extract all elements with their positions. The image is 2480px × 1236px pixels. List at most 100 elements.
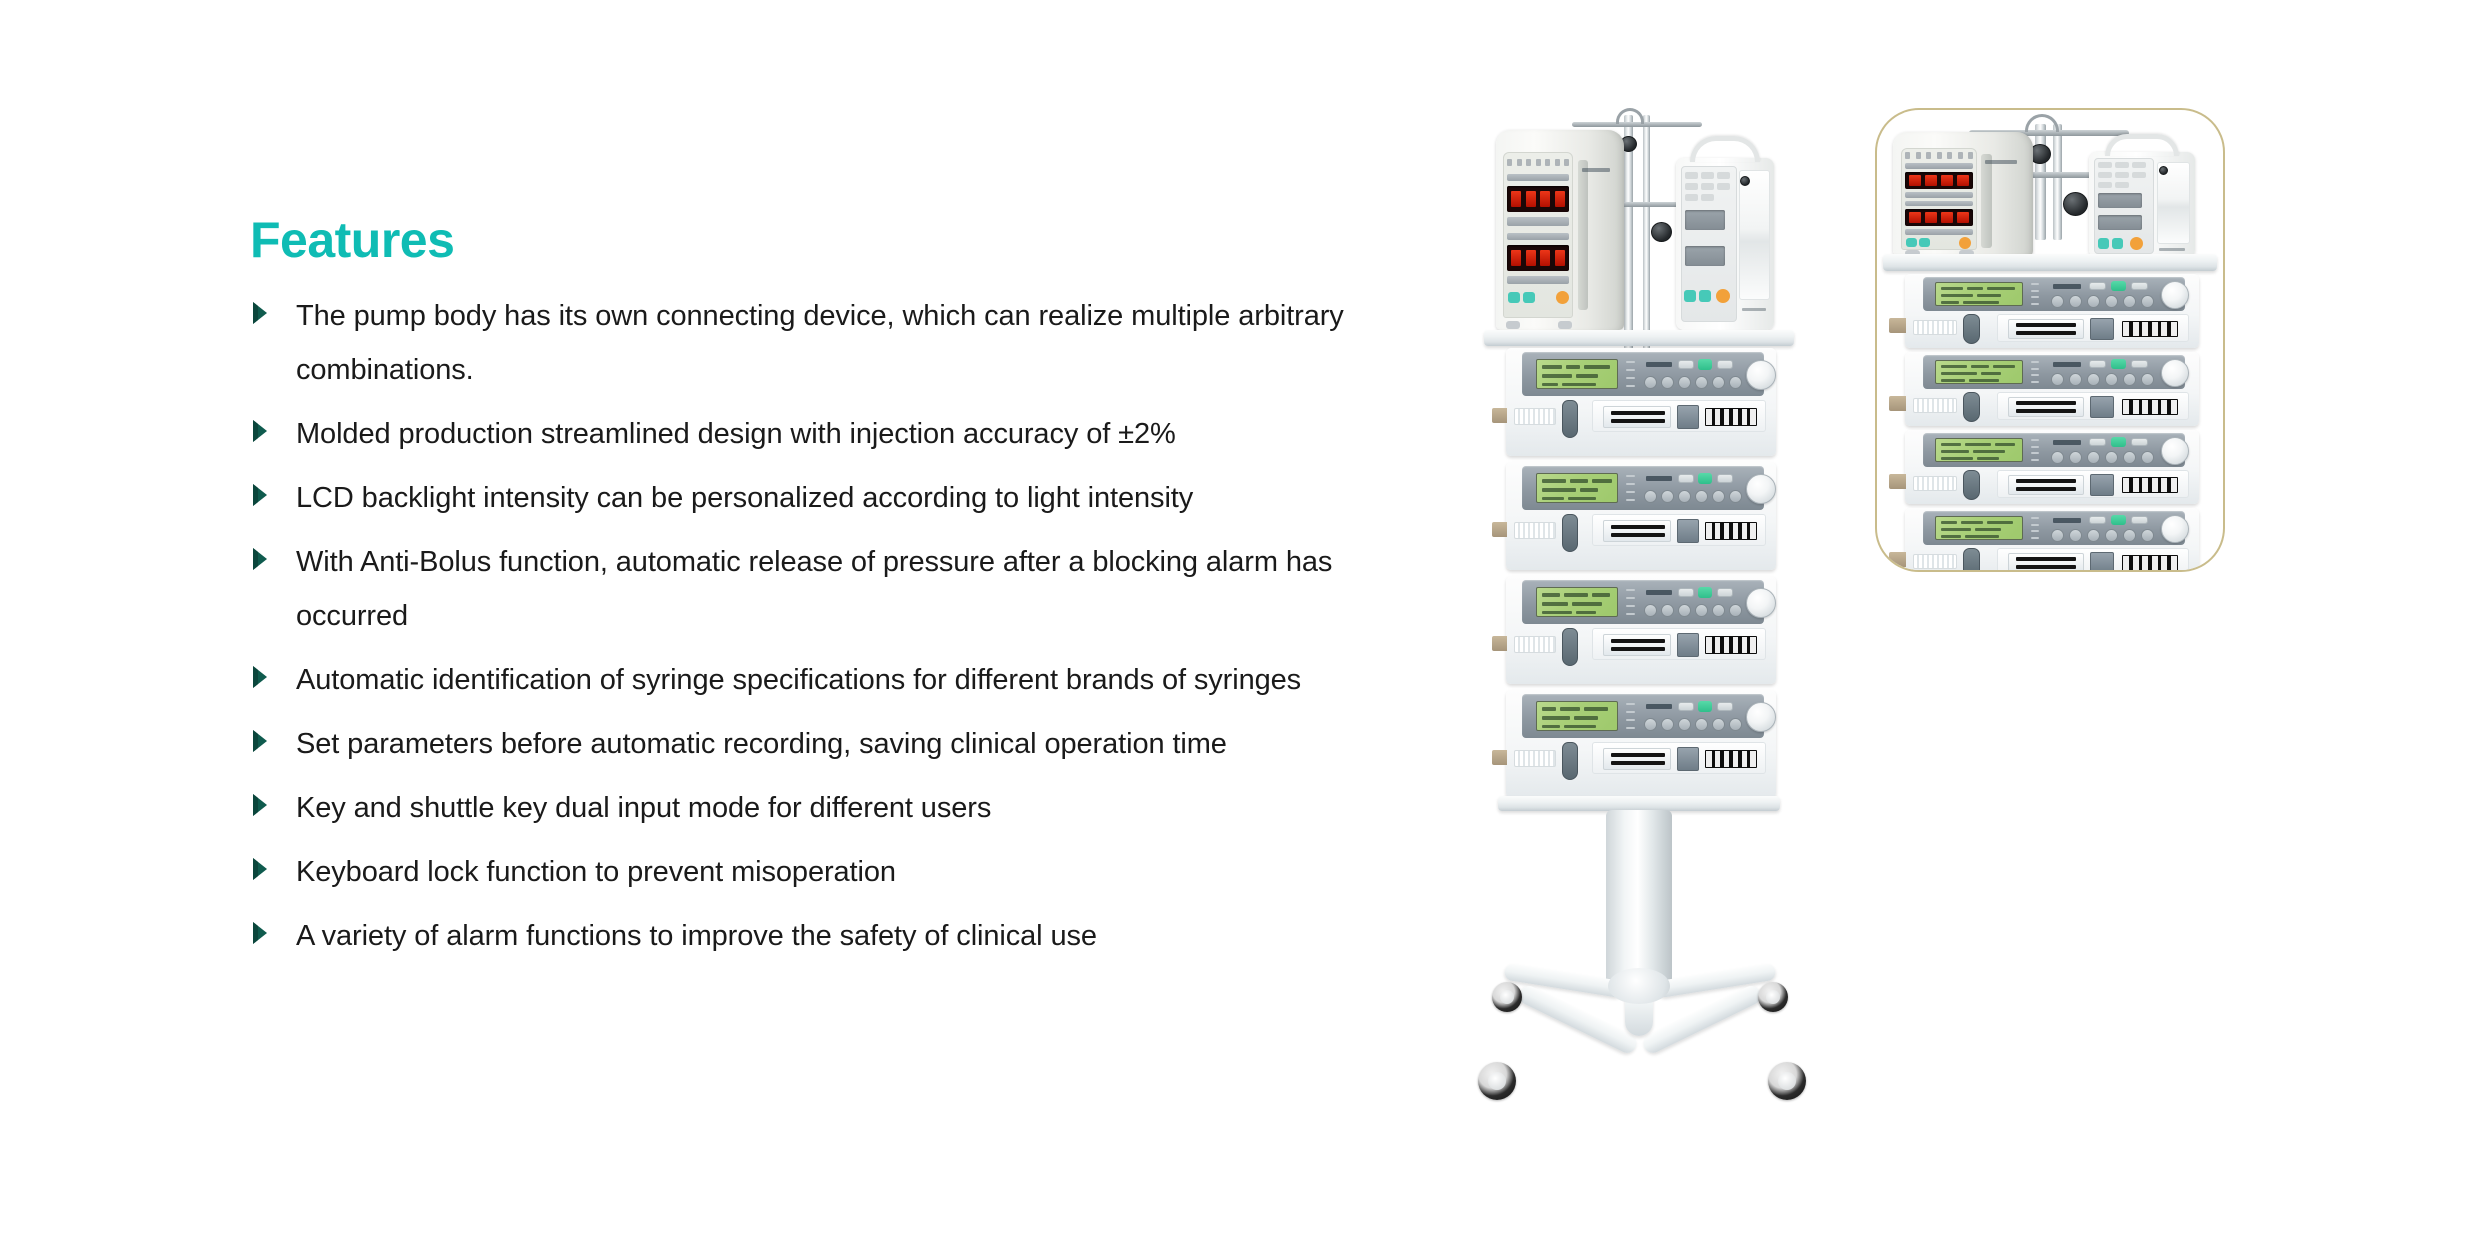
pole-crossbar	[1572, 202, 1700, 207]
syringe-clamp-lever	[1562, 514, 1578, 552]
keypad-button	[2051, 295, 2064, 308]
syringe-pump-module	[1492, 690, 1776, 798]
volume-led-display	[1905, 209, 1973, 226]
keypad-button	[1678, 490, 1691, 503]
mode-button	[1678, 474, 1694, 483]
plunger-driver	[2090, 552, 2114, 570]
caster-hub	[1488, 1072, 1506, 1090]
scale-indicator	[1705, 522, 1757, 540]
syringe-barrel	[1603, 520, 1671, 542]
run-indicator	[1698, 473, 1712, 484]
pole-crossbar	[1969, 130, 2129, 136]
iv-pole-rail-secondary	[1643, 115, 1650, 350]
run-indicator	[2111, 437, 2126, 447]
list-item: LCD backlight intensity can be personali…	[250, 471, 1410, 525]
label-strip	[1507, 276, 1569, 284]
plunger-driver	[2090, 318, 2114, 340]
label-strip	[1905, 192, 1973, 198]
stand-column	[1606, 810, 1672, 995]
control-panel	[1522, 352, 1776, 396]
keypad-button	[2087, 451, 2100, 464]
bullet-arrow-icon	[250, 289, 296, 325]
keypad-button	[1695, 490, 1708, 503]
brand-logo	[1646, 476, 1672, 481]
keypad-button	[2069, 529, 2082, 542]
plunger-rod	[2016, 565, 2076, 569]
syringe-bay	[1997, 548, 2189, 570]
syringe-clamp-lever	[1562, 400, 1578, 438]
iv-pole-rail-secondary	[2053, 124, 2062, 240]
base-hub	[1608, 968, 1670, 1004]
plunger-rod	[1611, 639, 1665, 643]
scale-indicator	[2122, 399, 2178, 415]
shuttle-knob	[1746, 702, 1776, 732]
syringe-barrel	[1603, 406, 1671, 428]
scale-indicator	[1705, 750, 1757, 768]
scale-indicator	[2122, 555, 2178, 570]
product-detail-callout-image	[1877, 110, 2223, 570]
feature-text: The pump body has its own connecting dev…	[296, 300, 1344, 386]
features-list: The pump body has its own connecting dev…	[250, 289, 1410, 963]
function-button	[1717, 360, 1733, 369]
syringe-pump-module	[1889, 274, 2199, 348]
stop-button	[2112, 238, 2123, 249]
iv-hook-icon	[2025, 114, 2059, 132]
plunger-rod	[2016, 409, 2076, 413]
brand-logo	[1646, 590, 1672, 595]
control-panel	[1923, 511, 2189, 545]
door-latch-knob	[2159, 166, 2168, 175]
keypad-key	[1701, 194, 1714, 201]
keypad-button	[1729, 376, 1742, 389]
function-button	[1717, 474, 1733, 483]
equipment-shelf	[1484, 330, 1794, 346]
tubing-guide	[1913, 398, 1957, 413]
keypad-button	[1644, 718, 1657, 731]
syringe-bay	[1997, 314, 2189, 342]
lcd-display	[1935, 438, 2023, 462]
shuttle-knob	[1746, 474, 1776, 504]
function-button	[1717, 702, 1733, 711]
keypad-button	[1661, 376, 1674, 389]
plunger-driver	[1677, 519, 1699, 543]
plunger-driver	[1677, 633, 1699, 657]
syringe-pump-module	[1889, 352, 2199, 426]
brand-logo	[2053, 518, 2081, 523]
stop-button	[1699, 290, 1711, 302]
power-button	[1556, 291, 1569, 304]
keypad-key	[1701, 183, 1714, 190]
keypad-key	[2115, 172, 2129, 178]
keypad-key	[1685, 183, 1698, 190]
syringe-clamp-lever	[1963, 314, 1980, 344]
brand-logo	[2053, 440, 2081, 445]
keypad-key	[1685, 194, 1698, 201]
brand-logo	[1646, 704, 1672, 709]
syringe-barrel	[1603, 748, 1671, 770]
keypad-button	[1729, 718, 1742, 731]
keypad-button	[2069, 295, 2082, 308]
volume-led-display	[1507, 245, 1569, 271]
volume-lcd-display	[2098, 215, 2142, 230]
syringe-barrel	[2008, 475, 2084, 495]
tubing-guide	[1913, 476, 1957, 491]
brand-logo	[2159, 248, 2185, 251]
infusion-and-syringe-pump-stand-full-view	[1478, 108, 1820, 1120]
keypad-button	[2051, 451, 2064, 464]
keypad-button	[2141, 529, 2154, 542]
plunger-rod	[2016, 557, 2076, 561]
brand-logo	[1582, 168, 1610, 172]
syringe-clamp-lever	[1963, 392, 1980, 422]
control-panel	[1923, 433, 2189, 467]
keypad-button	[2105, 373, 2118, 386]
syringe-bay	[1997, 470, 2189, 498]
base-shelf	[1498, 796, 1780, 811]
syringe-pump-module	[1492, 462, 1776, 570]
keypad-button	[1678, 604, 1691, 617]
plunger-driver	[1677, 405, 1699, 429]
keypad-button	[1678, 718, 1691, 731]
brand-logo	[1742, 308, 1766, 311]
mode-button	[1678, 360, 1694, 369]
label-strip	[1507, 217, 1569, 226]
plunger-rod	[1611, 411, 1665, 415]
function-button	[2131, 438, 2148, 446]
